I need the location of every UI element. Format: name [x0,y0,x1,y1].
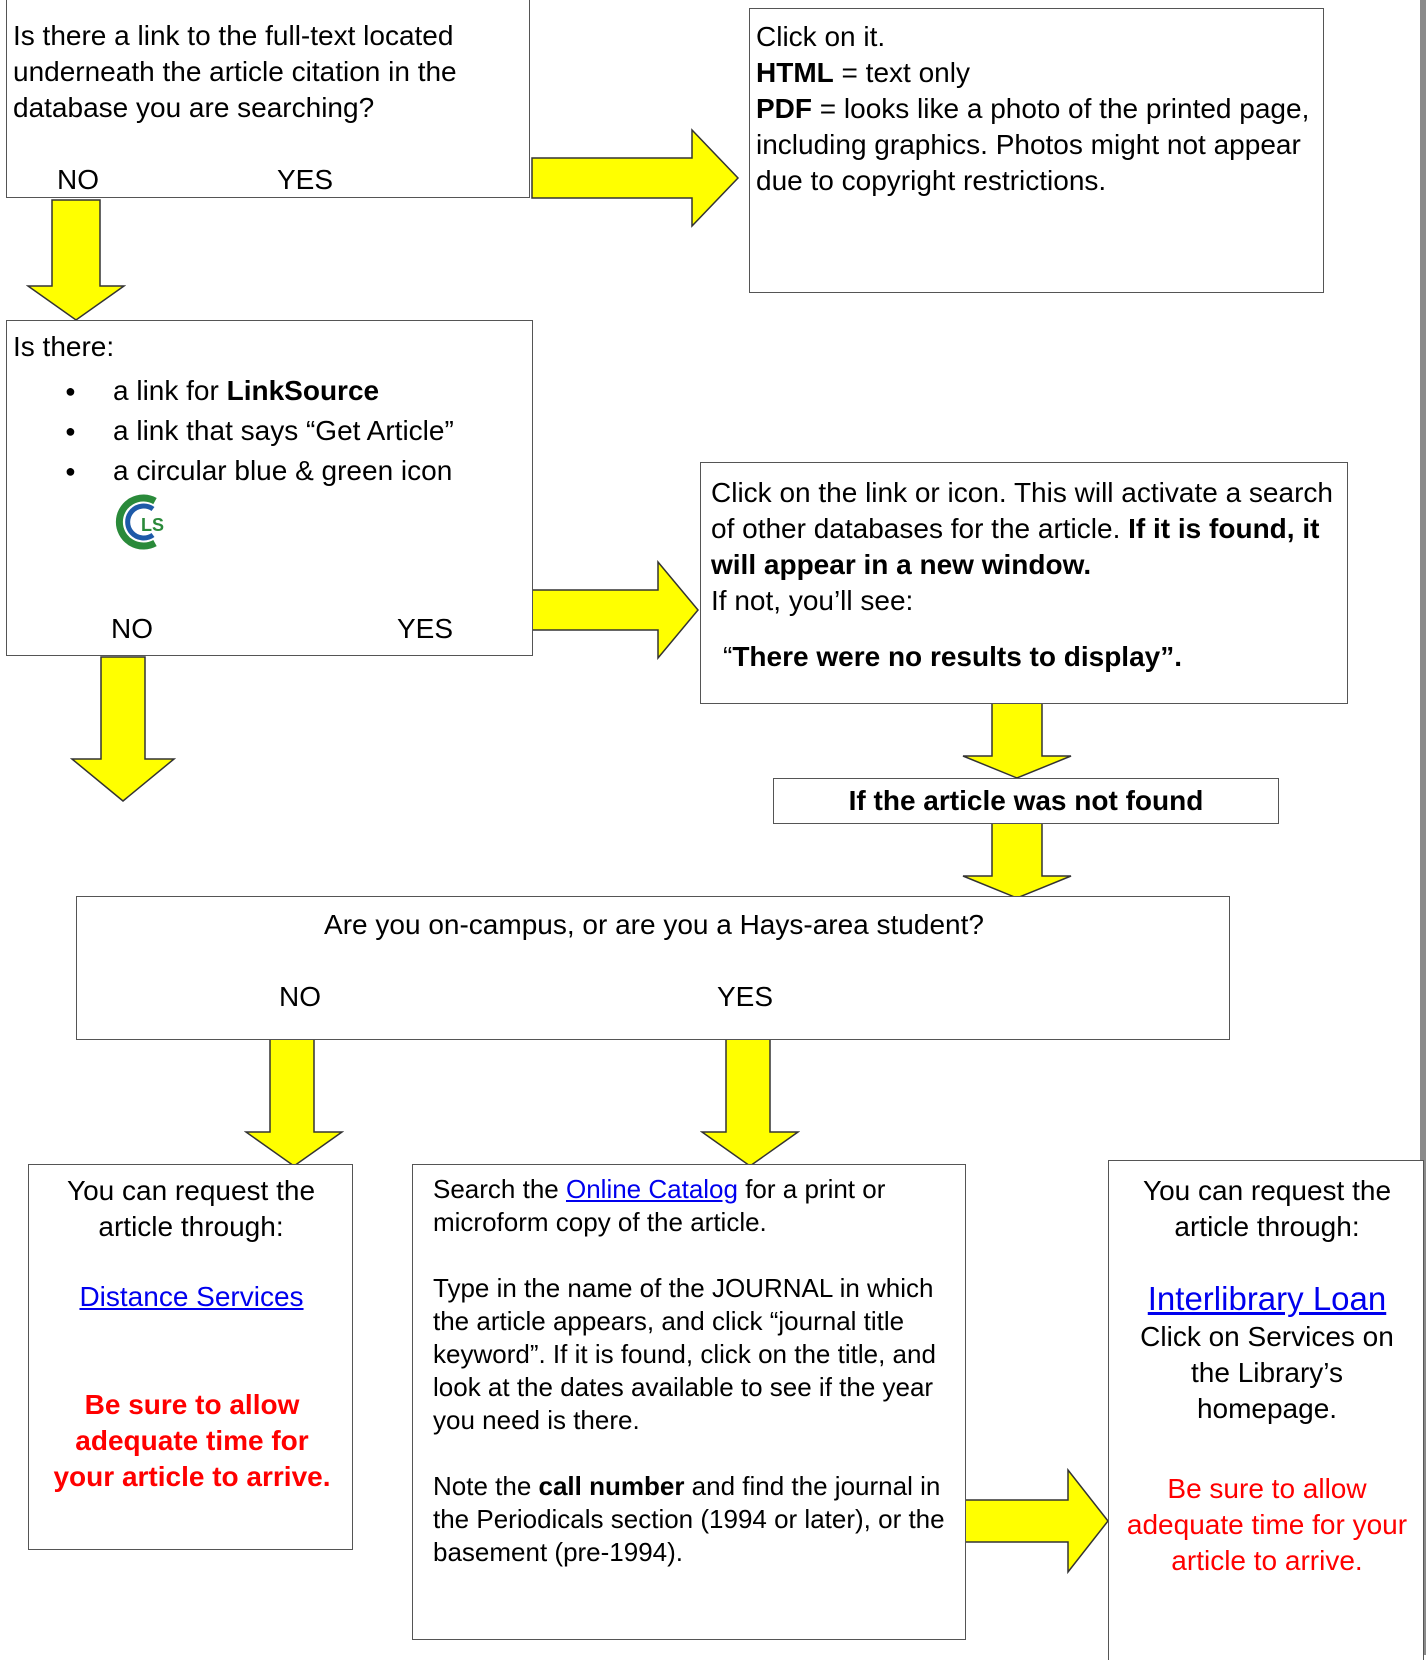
allow-time-warning: Be sure to allow adequate time for your … [1126,1473,1408,1576]
list-item: a circular blue & green icon [65,451,613,491]
no-results-quote: “There were no results to display”. [711,639,1337,675]
html-desc: = text only [833,57,970,88]
yes-label: YES [717,981,774,1012]
on-campus-question-box: Are you on-campus, or are you a Hays-are… [76,896,1230,1040]
full-text-question: Is there a link to the full-text located… [13,20,457,123]
arrow-down-2 [70,656,176,802]
pdf-description: PDF = looks like a photo of the printed … [756,91,1312,199]
arrow-down-4 [962,821,1072,899]
no-label: NO [279,981,321,1012]
linksource-question-box: Is there: a link for LinkSource a link t… [6,320,533,656]
if-not-text: If not, you’ll see: [711,585,914,616]
full-text-question-box: Is there a link to the full-text located… [6,0,530,198]
options-list: a link for LinkSource a link that says “… [13,371,613,491]
click-link-box: Click on the link or icon. This will act… [700,462,1348,704]
arrow-down-1 [26,199,126,321]
distance-services-box: You can request the article through: Dis… [28,1164,353,1550]
distance-services-link[interactable]: Distance Services [79,1281,304,1312]
list-item-text: a link for [113,375,227,406]
page-edge-bar [1420,0,1426,1655]
allow-time-warning: Be sure to allow adequate time for your … [53,1389,331,1492]
click-link-desc: Click on the link or icon. This will act… [711,477,1333,544]
no-label: NO [57,164,99,195]
search-catalog-text: Search the Online Catalog for a print or… [433,1173,949,1239]
call-number-pre: Note the [433,1471,539,1501]
arrow-right-2 [531,560,699,660]
list-item-text: a circular blue & green icon [113,455,453,486]
request-text: You can request the article through: [1142,1175,1392,1242]
list-item-text: a link that says “Get Article” [113,415,454,446]
list-item-bold: LinkSource [226,375,380,406]
click-on-it-box: Click on it. HTML = text only PDF = look… [749,8,1324,293]
search-catalog-pre: Search the [433,1174,566,1204]
on-campus-question: Are you on-campus, or are you a Hays-are… [324,909,984,940]
found-note: If it is found, it will appear in a new … [711,513,1320,580]
request-text: You can request the article through: [66,1175,316,1242]
interlibrary-loan-box: You can request the article through: Int… [1108,1160,1424,1660]
no-results-text: There were no results to display”. [732,641,1183,672]
list-item: a link for LinkSource [65,371,613,411]
online-catalog-box: Search the Online Catalog for a print or… [412,1164,966,1640]
arrow-down-6 [700,1037,800,1167]
click-on-it-text: Click on it. [756,21,886,52]
arrow-right-3 [963,1468,1109,1574]
click-link-text: Click on the link or icon. This will act… [711,475,1337,583]
not-found-box: If the article was not found [773,778,1279,824]
yes-label: YES [397,613,454,644]
quote-open: “ [723,641,733,672]
list-item: a link that says “Get Article” [65,411,613,451]
call-number-post: and find the journal in the Periodicals … [433,1471,945,1567]
html-description: HTML = text only [756,55,1312,91]
linksource-icon-text: LS [141,515,164,535]
arrow-down-3 [962,701,1072,779]
call-number-text: Note the call number and find the journa… [433,1470,949,1569]
search-catalog-post: for a print or microform copy of the art… [433,1174,886,1237]
html-label: HTML [756,57,834,88]
no-label: NO [111,613,153,644]
yes-label: YES [277,164,334,195]
arrow-right-1 [531,128,740,228]
arrow-down-5 [244,1037,344,1167]
pdf-label: PDF [756,93,812,124]
linksource-icon[interactable]: LS [115,493,173,551]
pdf-desc: = looks like a photo of the printed page… [756,93,1310,196]
call-number-bold: call number [538,1471,685,1501]
journal-instructions: Type in the name of the JOURNAL in which… [433,1273,936,1435]
interlibrary-loan-link[interactable]: Interlibrary Loan [1147,1280,1387,1317]
online-catalog-link[interactable]: Online Catalog [565,1174,738,1204]
is-there-label: Is there: [13,331,115,362]
services-text: Click on Services on the Library’s homep… [1140,1321,1394,1424]
not-found-label: If the article was not found [848,785,1204,816]
